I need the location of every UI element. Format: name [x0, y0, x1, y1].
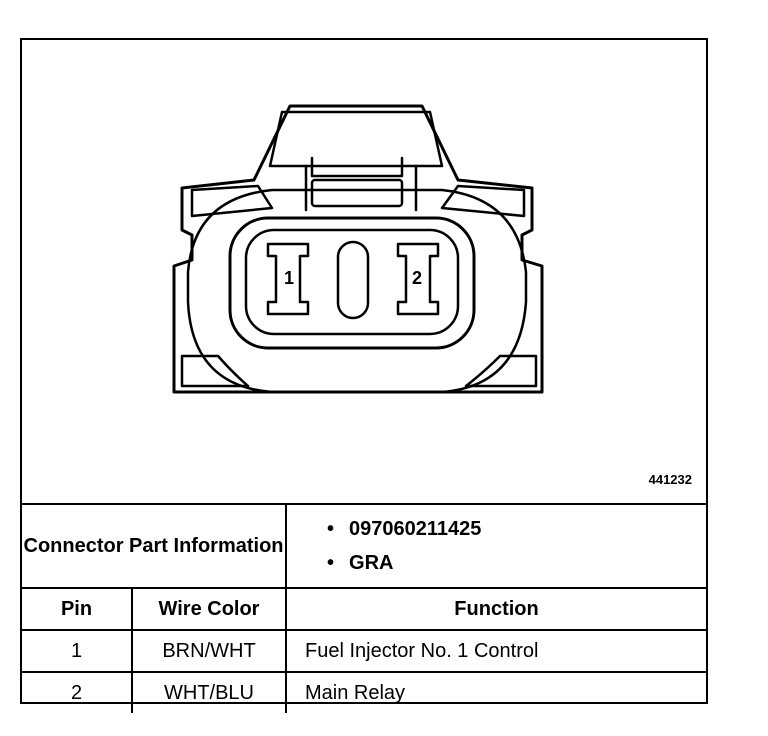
pin-2-label: 2: [412, 268, 423, 288]
connector-face-inner: [244, 228, 460, 336]
connector-info-table: Connector Part Information • 097060211425…: [22, 503, 707, 713]
connector-diagram-frame: 1 2 441232 Connector Part Information • 0…: [20, 38, 708, 713]
center-key: [336, 240, 370, 320]
connector-body: [186, 188, 528, 394]
bullet-icon: •: [327, 518, 335, 540]
pin-1-label: 1: [284, 268, 295, 288]
connector-figure: 1 2 441232: [22, 40, 706, 503]
part-color-line: • GRA: [327, 546, 706, 580]
connector-latch-inner: [304, 164, 418, 212]
pin-cell: 2: [22, 671, 133, 713]
wire-color-cell: WHT/BLU: [130, 671, 288, 713]
part-number-line: • 097060211425: [327, 512, 706, 546]
pin-2-cavity: [396, 242, 440, 316]
connector-housing-outline: [172, 104, 544, 394]
connector-latch: [268, 110, 444, 168]
function-cell: Main Relay: [285, 671, 707, 713]
function-header: Function: [285, 587, 707, 631]
pin-header: Pin: [22, 587, 133, 631]
table-row: 1 BRN/WHT Fuel Injector No. 1 Control: [22, 629, 707, 673]
wire-color-header: Wire Color: [130, 587, 288, 631]
connector-latch-tab: [310, 178, 404, 208]
part-info-row: Connector Part Information • 097060211425…: [22, 503, 707, 589]
part-info-label: Connector Part Information: [23, 535, 284, 557]
connector-latch-ramp: [310, 156, 404, 178]
bullet-icon: •: [327, 552, 335, 574]
connector-face-drawing: [172, 104, 544, 394]
wire-color-cell: BRN/WHT: [130, 629, 288, 673]
column-header-row: Pin Wire Color Function: [22, 587, 707, 631]
pin-1-cavity: [266, 242, 310, 316]
function-cell: Fuel Injector No. 1 Control: [285, 629, 707, 673]
pin-cell: 1: [22, 629, 133, 673]
figure-id: 441232: [648, 472, 692, 487]
bottom-rib-left: [180, 354, 250, 388]
part-color: GRA: [349, 552, 394, 574]
connector-face: [228, 216, 476, 350]
part-info-label-cell: Connector Part Information: [22, 503, 288, 589]
table-row: 2 WHT/BLU Main Relay: [22, 671, 707, 713]
part-info-values-cell: • 097060211425 • GRA: [285, 503, 707, 589]
bottom-rib-right: [464, 354, 538, 388]
part-number: 097060211425: [349, 518, 482, 540]
